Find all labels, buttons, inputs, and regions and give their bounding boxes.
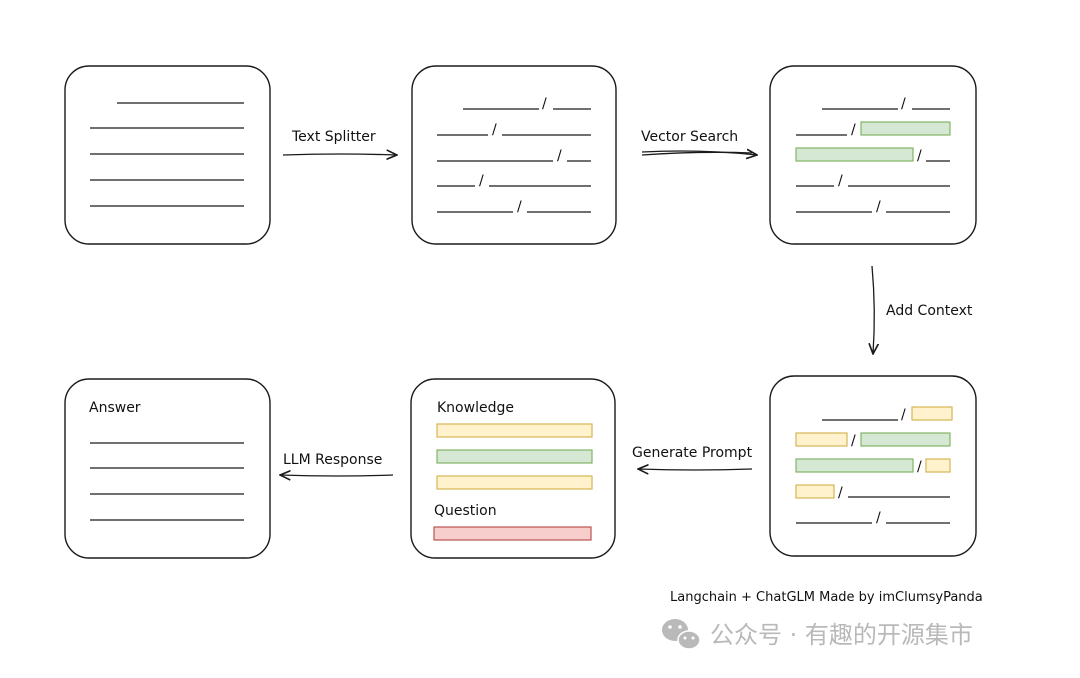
chunk-separator: / bbox=[851, 122, 856, 138]
knowledge-chunk bbox=[436, 475, 593, 490]
context-chunk-highlight bbox=[795, 432, 848, 447]
matched-chunk-highlight bbox=[860, 432, 951, 447]
matched-chunk-highlight bbox=[795, 458, 914, 473]
knowledge-label: Knowledge bbox=[437, 400, 514, 416]
matched-chunk-highlight bbox=[795, 147, 914, 162]
context-chunk-highlight bbox=[795, 484, 835, 499]
chunk-separator: / bbox=[479, 173, 484, 189]
chunk-separator: / bbox=[838, 485, 843, 501]
chunk-separator: / bbox=[517, 199, 522, 215]
chunk-separator: / bbox=[901, 96, 906, 112]
generate-prompt-label: Generate Prompt bbox=[632, 445, 753, 461]
chunk-separator: / bbox=[492, 122, 497, 138]
search-results-box: / / / / / bbox=[769, 65, 977, 245]
answer-label: Answer bbox=[89, 400, 141, 416]
watermark: 公众号 · 有趣的开源集市 bbox=[662, 619, 973, 650]
chunk-separator: / bbox=[901, 407, 906, 423]
text-splitter-label: Text Splitter bbox=[291, 129, 376, 145]
chunk-separator: / bbox=[917, 459, 922, 475]
add-context-label: Add Context bbox=[886, 303, 973, 319]
chunk-separator: / bbox=[838, 173, 843, 189]
context-chunk-highlight bbox=[925, 458, 951, 473]
chunk-separator: / bbox=[542, 96, 547, 112]
chunk-separator: / bbox=[876, 510, 881, 526]
vector-search-arrow: Vector Search bbox=[641, 129, 757, 155]
generate-prompt-arrow: Generate Prompt bbox=[632, 445, 753, 470]
llm-response-label: LLM Response bbox=[283, 452, 382, 468]
vector-search-label: Vector Search bbox=[641, 129, 738, 145]
text-splitter-arrow: Text Splitter bbox=[282, 129, 397, 155]
chunks-box: / / / / / bbox=[411, 65, 617, 245]
chunk-separator: / bbox=[876, 199, 881, 215]
llm-response-arrow: LLM Response bbox=[280, 452, 394, 476]
question-label: Question bbox=[434, 503, 497, 519]
chunk-separator: / bbox=[917, 148, 922, 164]
add-context-arrow: Add Context bbox=[872, 265, 973, 354]
context-chunk-highlight bbox=[911, 406, 953, 421]
chunk-separator: / bbox=[851, 433, 856, 449]
knowledge-chunk bbox=[436, 423, 593, 438]
answer-box: Answer bbox=[64, 378, 271, 559]
wechat-icon bbox=[662, 619, 701, 650]
prompt-box: Knowledge Question bbox=[410, 378, 616, 559]
context-box: / / / / / bbox=[769, 375, 977, 557]
matched-chunk-highlight bbox=[860, 121, 951, 136]
knowledge-chunk bbox=[436, 449, 593, 464]
document-box bbox=[64, 65, 271, 245]
credit-text: Langchain + ChatGLM Made by imClumsyPand… bbox=[670, 590, 983, 605]
watermark-text: 公众号 · 有趣的开源集市 bbox=[710, 621, 973, 649]
question-highlight bbox=[433, 526, 592, 541]
chunk-separator: / bbox=[557, 148, 562, 164]
